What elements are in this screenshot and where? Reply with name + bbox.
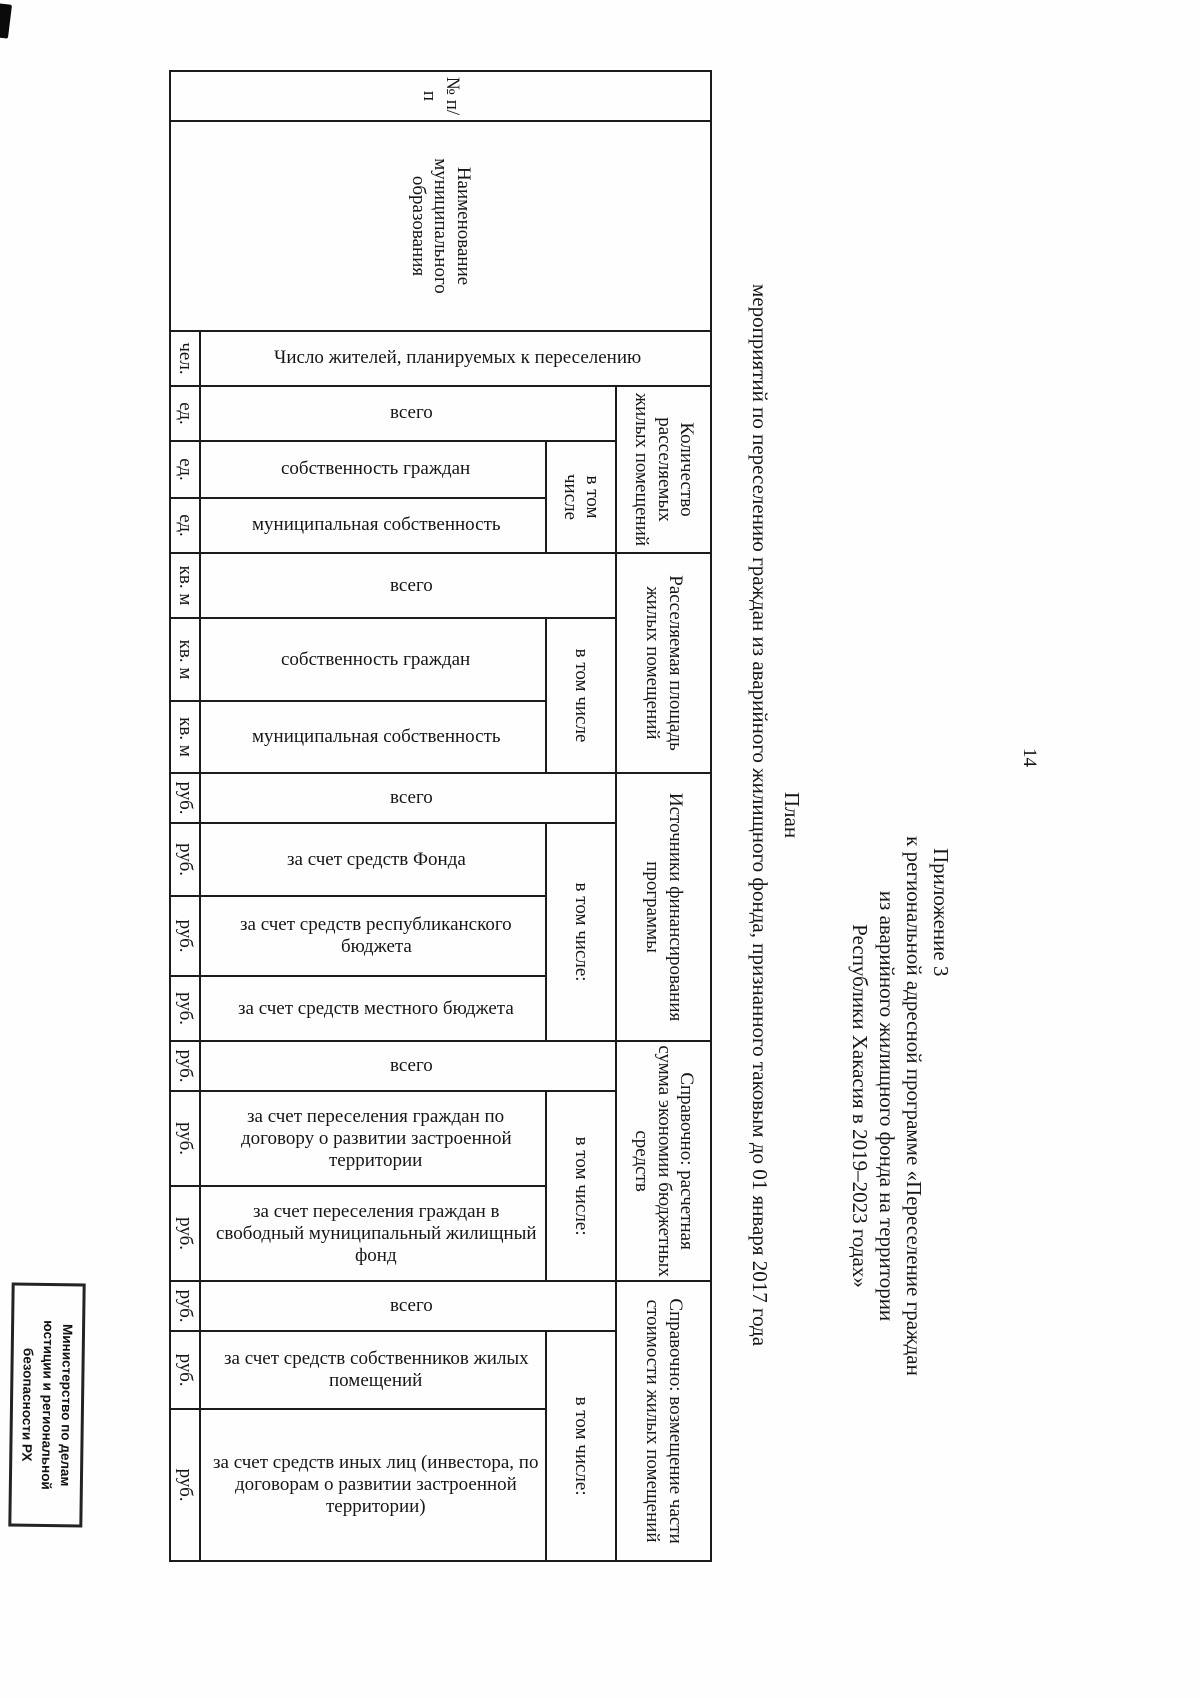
group-title-cell: Расселяемая площадь жилых помещений: [616, 553, 711, 774]
cell-text: за счет средств собственников жилых поме…: [223, 1348, 529, 1392]
document-title: План: [780, 791, 804, 839]
cell-text: за счет средств местного бюджета: [238, 997, 514, 1019]
subcolumn-header-cell: за счет средств Фонда: [199, 823, 546, 897]
cell-text: за счет переселения граждан в свободный …: [215, 1200, 537, 1266]
subcolumn-header-cell: за счет средств собственников жилых поме…: [199, 1331, 546, 1410]
unit-cell: ед.: [169, 386, 200, 441]
subcolumn-header-cell: за счет средств иных лиц (инвестора, по …: [199, 1409, 546, 1562]
cell-text: всего: [389, 402, 433, 424]
unit-cell: руб.: [169, 1186, 200, 1282]
header-cell-num: № п/п: [169, 71, 711, 121]
appendix-line: Республики Хакасия в 2019–2023 годах»: [848, 924, 872, 1288]
appendix-note: Приложение 3 к региональной адресной про…: [846, 756, 954, 1456]
cell-text: всего: [389, 574, 433, 596]
including-cell: в том числе: [546, 618, 616, 774]
group-title-cell: Справочно: расчетная сумма экономии бюдж…: [616, 1041, 711, 1282]
unit-cell: ед.: [169, 441, 200, 498]
ministry-stamp: Министерство по делам юстиции и регионал…: [8, 1282, 86, 1528]
cell-text: за счет средств Фонда: [286, 848, 466, 870]
subcolumn-header-cell: за счет средств местного бюджета: [199, 976, 546, 1042]
unit-cell: руб.: [169, 896, 200, 977]
cell-text: Наименование муниципального образования: [408, 158, 474, 294]
cell-text: муниципальная собственность: [251, 514, 501, 536]
total-header-cell: всего: [199, 1041, 616, 1092]
stamp-line: безопасности РХ: [19, 1347, 37, 1462]
subcolumn-header-cell: муниципальная собственность: [199, 498, 546, 554]
unit-cell: руб.: [169, 1281, 200, 1332]
subcolumn-header-cell: собственность граждан: [199, 441, 546, 498]
cell-text: собственность граждан: [281, 648, 471, 670]
cell-text: № п/п: [419, 76, 463, 116]
cell-text: всего: [389, 787, 433, 809]
appendix-line: Приложение 3: [929, 848, 953, 977]
total-header-cell: всего: [199, 386, 616, 441]
cell-text: муниципальная собственность: [251, 726, 501, 748]
group-title-cell: Количество расселяемых жилых помещений: [616, 386, 711, 554]
stamp-line: Министерство по делам: [58, 1323, 76, 1487]
subcolumn-header-cell: муниципальная собственность: [199, 701, 546, 774]
group-title-cell: Справочно: возмещение части стоимости жи…: [616, 1281, 711, 1562]
cell-text: собственность граждан: [281, 458, 471, 480]
unit-cell: кв. м: [169, 553, 200, 619]
page-number: 14: [1019, 748, 1040, 767]
unit-cell: чел.: [169, 331, 200, 386]
cell-text: за счет средств республиканского бюджета: [240, 914, 512, 958]
cell-text: за счет переселения граждан по договору …: [240, 1105, 512, 1171]
unit-cell: руб.: [169, 1409, 200, 1562]
including-cell: в том числе: [546, 441, 616, 554]
unit-cell: руб.: [169, 823, 200, 897]
including-cell: в том числе:: [546, 1091, 616, 1282]
unit-cell: руб.: [169, 1091, 200, 1187]
unit-cell: кв. м: [169, 701, 200, 774]
cell-text: за счет средств иных лиц (инвестора, по …: [213, 1452, 539, 1518]
total-header-cell: всего: [199, 1281, 616, 1332]
total-header-cell: всего: [199, 773, 616, 824]
plan-table-header: № п/п Наименование муниципального образо…: [169, 70, 712, 1562]
unit-cell: ед.: [169, 498, 200, 554]
document-subtitle: мероприятий по переселению граждан из ав…: [748, 283, 772, 1347]
subcolumn-header-cell: за счет переселения граждан в свободный …: [199, 1186, 546, 1282]
including-cell: в том числе:: [546, 1331, 616, 1562]
unit-cell: руб.: [169, 773, 200, 824]
subcolumn-header-cell: за счет переселения граждан по договору …: [199, 1091, 546, 1187]
unit-cell: руб.: [169, 976, 200, 1042]
appendix-line: к региональной адресной программе «Перес…: [902, 836, 926, 1376]
header-cell-residents: Число жителей, планируемых к переселению: [199, 331, 711, 386]
unit-cell: руб.: [169, 1041, 200, 1092]
header-cell-municipality: Наименование муниципального образования: [169, 121, 711, 331]
total-header-cell: всего: [199, 553, 616, 619]
unit-cell: руб.: [169, 1331, 200, 1410]
cell-text: всего: [389, 1055, 433, 1077]
stamp-line: юстиции и региональной: [38, 1320, 56, 1490]
subcolumn-header-cell: за счет средств республиканского бюджета: [199, 896, 546, 977]
cell-text: Число жителей, планируемых к переселению: [274, 347, 643, 369]
appendix-line: из аварийного жилищного фонда на террито…: [875, 890, 899, 1322]
unit-cell: кв. м: [169, 618, 200, 702]
cell-text: всего: [389, 1295, 433, 1317]
group-title-cell: Источники финансирования программы: [616, 773, 711, 1042]
including-cell: в том числе:: [546, 823, 616, 1042]
subcolumn-header-cell: собственность граждан: [199, 618, 546, 702]
